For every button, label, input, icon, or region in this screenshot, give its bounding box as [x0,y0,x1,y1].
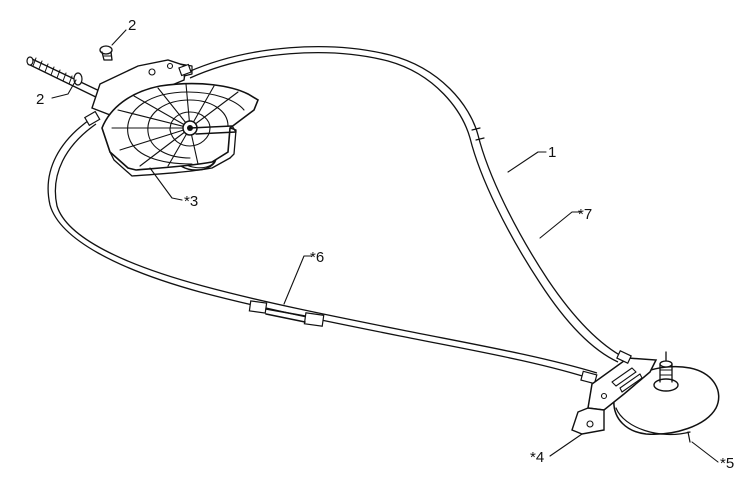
sector-concentric-ribs [127,91,245,165]
callout-label-4: *4 [530,449,544,466]
cable-end-fitting-lower [580,370,598,385]
cable-drum-base [613,365,720,435]
callout-label-5: *5 [720,455,734,472]
callout-label-1: 1 [548,144,556,161]
threaded-shaft [26,56,109,102]
lower-cable-loop [47,117,598,385]
callout-2-top: 2 [111,17,136,46]
callout-5: *5 [691,441,734,472]
screw-top-icon [99,45,113,61]
cable-sleeve-right [303,312,325,327]
callout-label-7: *7 [578,206,592,223]
cable-end-fitting-sector [83,110,101,127]
callout-label-2-left: 2 [36,91,44,108]
callout-2-left: 2 [36,79,77,108]
cable-sleeve-left [248,300,268,314]
callout-4: *4 [530,433,583,466]
regulator-sector-assembly [83,59,259,177]
bracket-foot [571,407,605,435]
callout-label-3: *3 [184,193,198,210]
callout-3: *3 [149,167,198,210]
upper-cable-loop [187,46,626,363]
callout-1: 1 [507,144,556,173]
callout-7: *7 [539,206,592,239]
callout-6: *6 [283,249,324,305]
lower-drum-assembly [571,350,720,443]
callout-label-2-top: 2 [128,17,136,34]
callout-label-6: *6 [310,249,324,266]
